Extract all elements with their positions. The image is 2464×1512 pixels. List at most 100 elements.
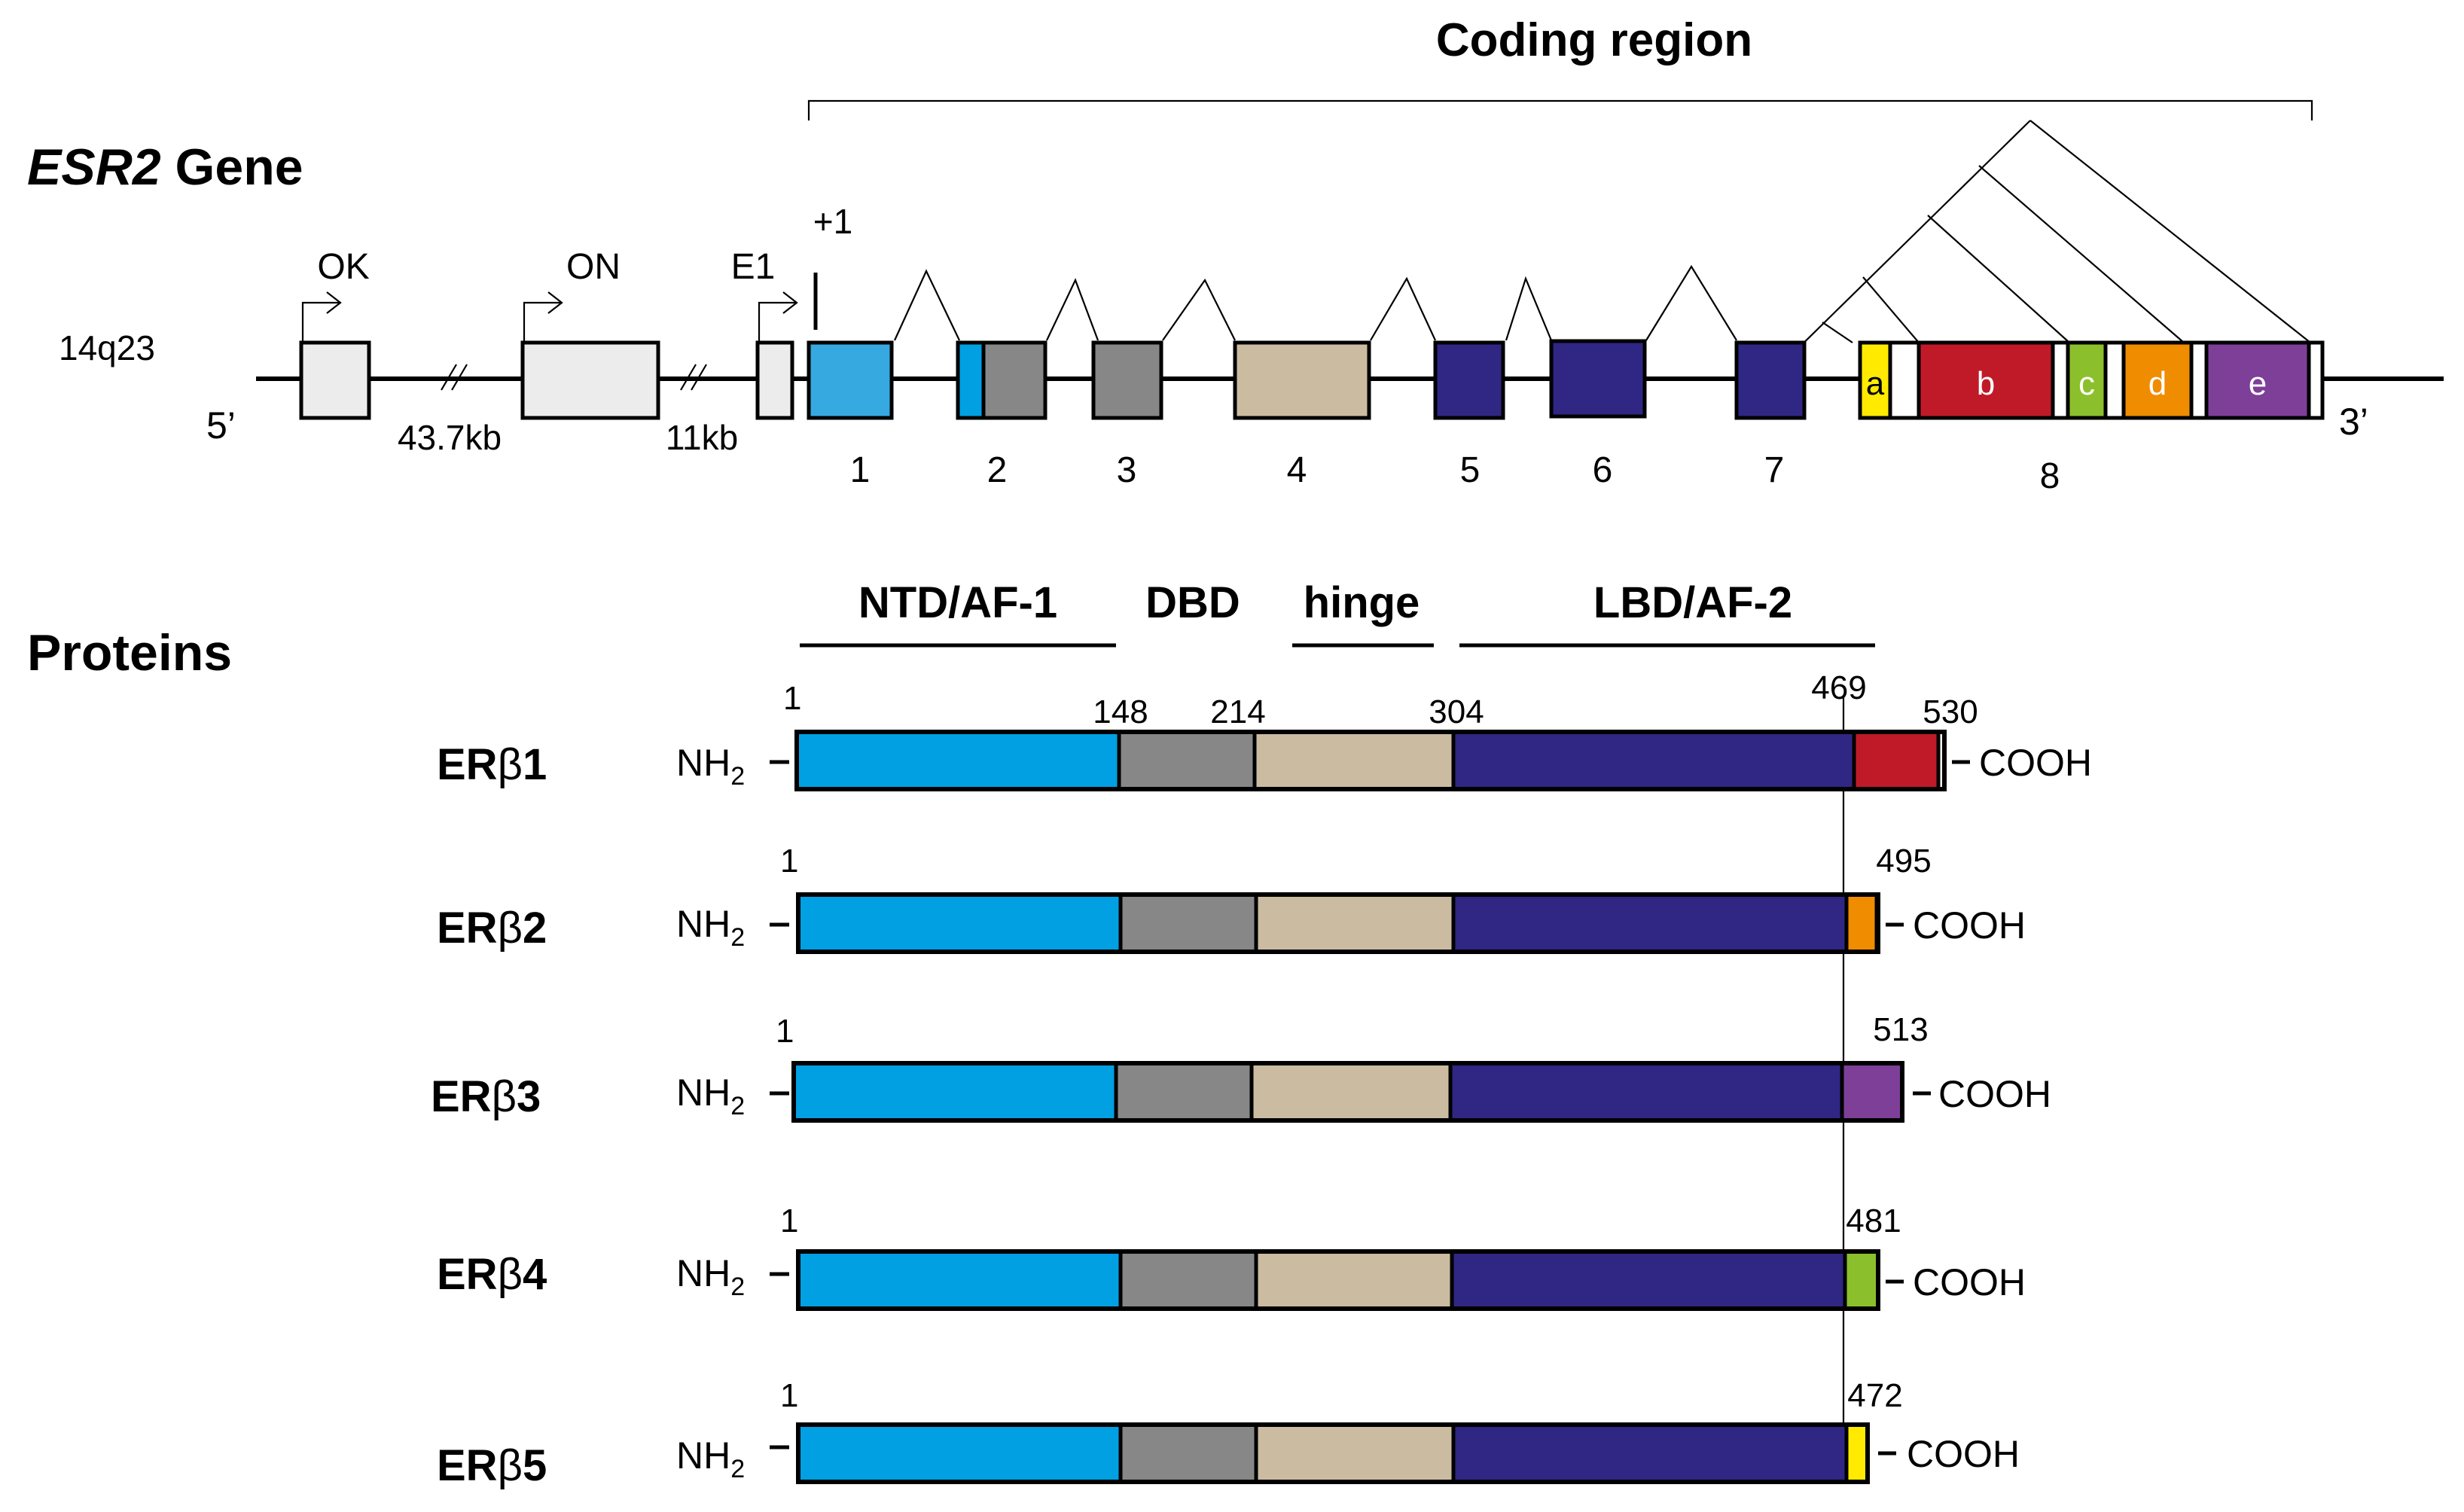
proteins-title: Proteins — [27, 624, 232, 681]
exon-1 — [807, 340, 894, 420]
domain-lbd — [1448, 1061, 1844, 1123]
domain-dbd — [1117, 730, 1257, 791]
protein-outline — [796, 1249, 1880, 1311]
position-1: 1 — [780, 843, 798, 879]
exon-8-segment-b — [1917, 340, 2055, 420]
isoform-row-erb4: ERβ4 NH2 COOH 1 481 — [437, 1203, 2026, 1311]
exon-number-3: 3 — [1117, 450, 1137, 490]
domain-label-hinge: hinge — [1304, 578, 1420, 627]
c-terminal-tail — [1844, 1422, 1870, 1484]
position-1: 1 — [776, 1013, 794, 1050]
position-end: 481 — [1846, 1203, 1901, 1239]
exon-8-label-d: d — [2148, 365, 2167, 402]
domain-lbd — [1451, 1422, 1849, 1484]
gap-label-11kb: 11kb — [666, 418, 738, 457]
exon-number-5: 5 — [1460, 450, 1481, 490]
coding-region-bracket — [807, 99, 2313, 120]
promoter-label-e1: E1 — [731, 247, 776, 287]
domain-label-dbd: DBD — [1145, 578, 1240, 627]
exon-6 — [1549, 339, 1647, 419]
domain-hinge — [1249, 1061, 1453, 1123]
domain-hinge — [1254, 892, 1456, 954]
exon-4 — [1233, 340, 1371, 420]
exon-8-label-a: a — [1866, 365, 1885, 402]
cooh-label: COOH — [1938, 1073, 2051, 1115]
nh2-label: NH2 — [676, 1072, 745, 1120]
c-terminal-tail — [1840, 1061, 1904, 1123]
gap-label-43kb: 43.7kb — [398, 418, 502, 457]
exon-8-segment-d — [2121, 340, 2194, 420]
protein-outline — [794, 730, 1947, 791]
position-end: 530 — [1923, 694, 1978, 730]
domain-ntd — [796, 1249, 1123, 1311]
exon-5 — [1433, 340, 1505, 420]
exon-8-segment-a — [1858, 340, 1892, 420]
cooh-label: COOH — [1913, 1261, 2026, 1303]
plus-one-label: +1 — [813, 202, 852, 241]
three-prime-label: 3’ — [2339, 401, 2368, 443]
isoform-row-erb1: ERβ1 NH2 COOH 1 148 214 304 469 530 — [437, 669, 2092, 791]
domain-hinge — [1252, 730, 1456, 791]
exon-number-2: 2 — [987, 450, 1008, 490]
isoform-row-erb5: ERβ5 NH2 COOH 1 472 — [437, 1377, 2020, 1490]
isoform-label: ERβ2 — [437, 904, 547, 953]
position-214: 214 — [1210, 694, 1265, 730]
gap-break-mark — [441, 364, 468, 391]
exon-ok — [299, 340, 371, 420]
cooh-label: COOH — [1913, 904, 2026, 947]
exon-8-label-e: e — [2249, 365, 2267, 402]
domain-ntd — [796, 892, 1123, 954]
domain-lbd — [1451, 730, 1856, 791]
cooh-label: COOH — [1907, 1433, 2020, 1475]
five-prime-label: 5’ — [206, 404, 236, 447]
isoform-label: ERβ3 — [431, 1072, 541, 1121]
splice-connector — [893, 120, 2311, 361]
domain-hinge — [1254, 1249, 1454, 1311]
c-terminal-tail — [1844, 892, 1879, 954]
nh2-label: NH2 — [676, 1252, 745, 1301]
promoter-arrow-icon — [523, 291, 563, 343]
isoform-label: ERβ5 — [437, 1441, 547, 1490]
nh2-label: NH2 — [676, 903, 745, 952]
exon-8-label-b: b — [1977, 365, 1995, 402]
domain-ntd — [794, 730, 1121, 791]
domain-lbd — [1451, 892, 1849, 954]
position-1: 1 — [780, 1203, 798, 1239]
exon-7 — [1734, 340, 1807, 420]
domain-label-ntd: NTD/AF-1 — [858, 578, 1057, 627]
domain-ntd — [791, 1061, 1118, 1123]
locus-label: 14q23 — [59, 328, 155, 367]
position-1: 1 — [783, 680, 801, 717]
promoter-arrow-icon — [301, 291, 342, 343]
gap-break-mark — [680, 364, 707, 391]
exon-e1 — [755, 340, 794, 420]
domain-dbd — [1118, 892, 1258, 954]
position-469: 469 — [1811, 669, 1866, 706]
position-304: 304 — [1429, 694, 1484, 730]
promoter-label-ok: OK — [317, 247, 369, 287]
gene-title: ESR2 Gene — [27, 139, 303, 196]
coding-region-label: Coding region — [1436, 14, 1752, 66]
promoter-label-on: ON — [566, 247, 621, 287]
domain-hinge — [1254, 1422, 1456, 1484]
position-end: 513 — [1873, 1011, 1928, 1048]
exon-2-blue-part — [956, 340, 986, 420]
position-1: 1 — [780, 1377, 798, 1414]
exon-8-segment-c — [2066, 340, 2108, 420]
domain-label-lbd: LBD/AF-2 — [1593, 578, 1792, 627]
nh2-label: NH2 — [676, 1434, 745, 1483]
domain-dbd — [1118, 1422, 1258, 1484]
position-148: 148 — [1093, 694, 1148, 730]
protein-outline — [791, 1061, 1904, 1123]
exon-3 — [1091, 340, 1163, 420]
exon-number-6: 6 — [1593, 450, 1613, 490]
isoform-label: ERβ1 — [437, 740, 547, 789]
exon-number-7: 7 — [1764, 450, 1785, 490]
domain-ntd — [796, 1422, 1123, 1484]
isoform-row-erb3: ERβ3 NH2 COOH 1 513 — [431, 1011, 2051, 1123]
exon-2-grey-part — [981, 340, 1048, 420]
exon-on — [520, 340, 660, 420]
domain-dbd — [1114, 1061, 1254, 1123]
promoter-arrow-icon — [758, 291, 798, 343]
